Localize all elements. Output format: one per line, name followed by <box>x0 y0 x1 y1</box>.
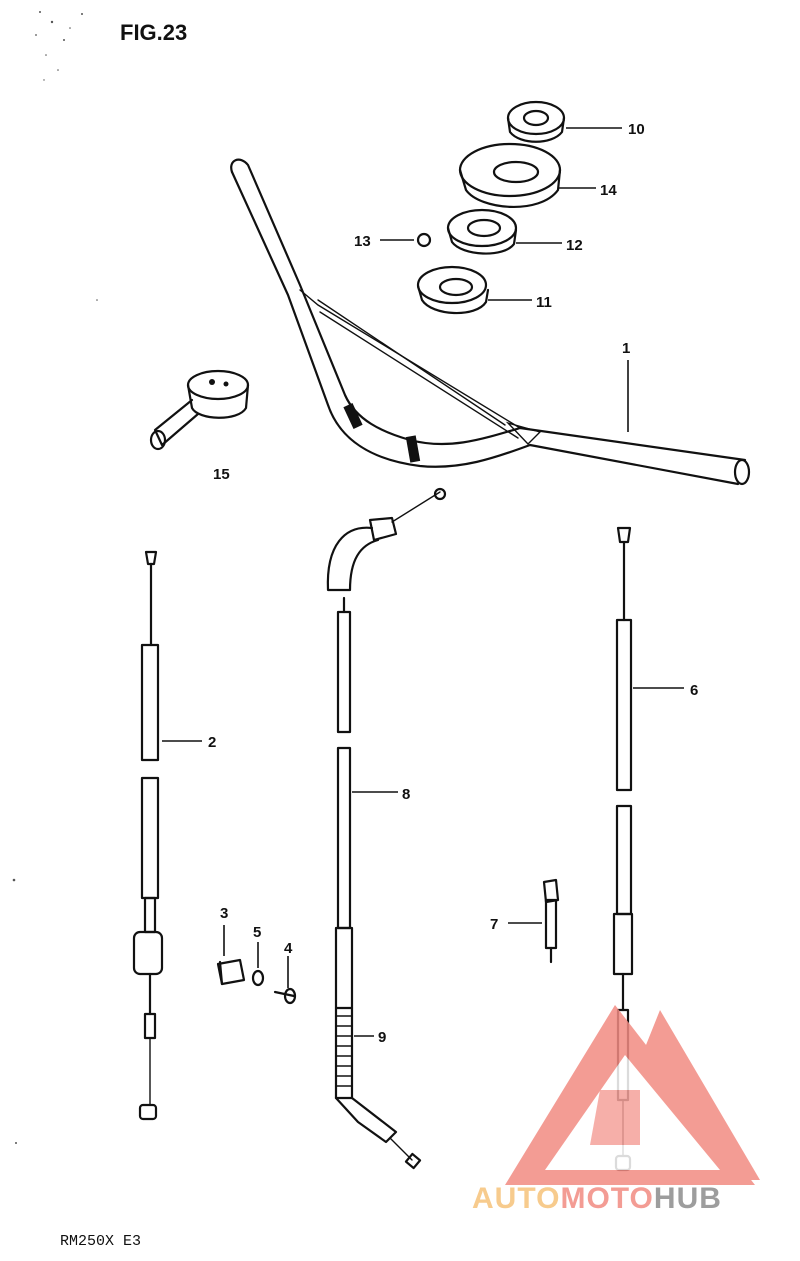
callout-2: 2 <box>208 734 216 751</box>
part-14-bearing-race <box>458 142 562 209</box>
callout-7: 7 <box>490 916 498 933</box>
watermark-hub: HUB <box>654 1182 722 1215</box>
part-8-throttle-cable <box>326 487 447 1010</box>
callout-14: 14 <box>600 182 617 199</box>
part-3-holder <box>216 958 246 986</box>
callout-6: 6 <box>690 682 698 699</box>
callout-5: 5 <box>253 924 261 941</box>
callout-1: 1 <box>622 340 630 357</box>
scan-noise <box>12 11 98 1144</box>
automotohub-watermark: AUTOMOTOHUB <box>472 1005 760 1215</box>
part-11-seal <box>416 265 490 315</box>
callout-4: 4 <box>284 940 293 957</box>
part-10-nut <box>506 100 566 143</box>
part-15-switch <box>149 369 250 451</box>
part-5-washer <box>251 969 265 987</box>
part-12-bearing <box>446 208 518 255</box>
callout-12: 12 <box>566 237 583 254</box>
callout-15: 15 <box>213 466 230 483</box>
callout-10: 10 <box>628 121 645 138</box>
handlebar <box>230 158 751 486</box>
callout-3: 3 <box>220 905 228 922</box>
part-4-screw <box>273 987 297 1005</box>
callout-13: 13 <box>354 233 371 250</box>
figure-title: FIG.23 <box>120 20 187 45</box>
watermark-auto: AUTO <box>472 1182 560 1215</box>
part-9-cable-boot <box>334 1006 422 1170</box>
part-13-ball <box>416 232 432 248</box>
part-2-clutch-cable <box>132 550 164 1121</box>
model-code: RM250X E3 <box>60 1233 141 1250</box>
part-7-clamp <box>542 878 560 964</box>
callout-8: 8 <box>402 786 410 803</box>
watermark-moto: MOTO <box>560 1182 653 1215</box>
watermark-text-auto: AUTOMOTOHUB <box>472 1182 722 1215</box>
callout-11: 11 <box>536 294 552 311</box>
callout-9: 9 <box>378 1029 386 1046</box>
